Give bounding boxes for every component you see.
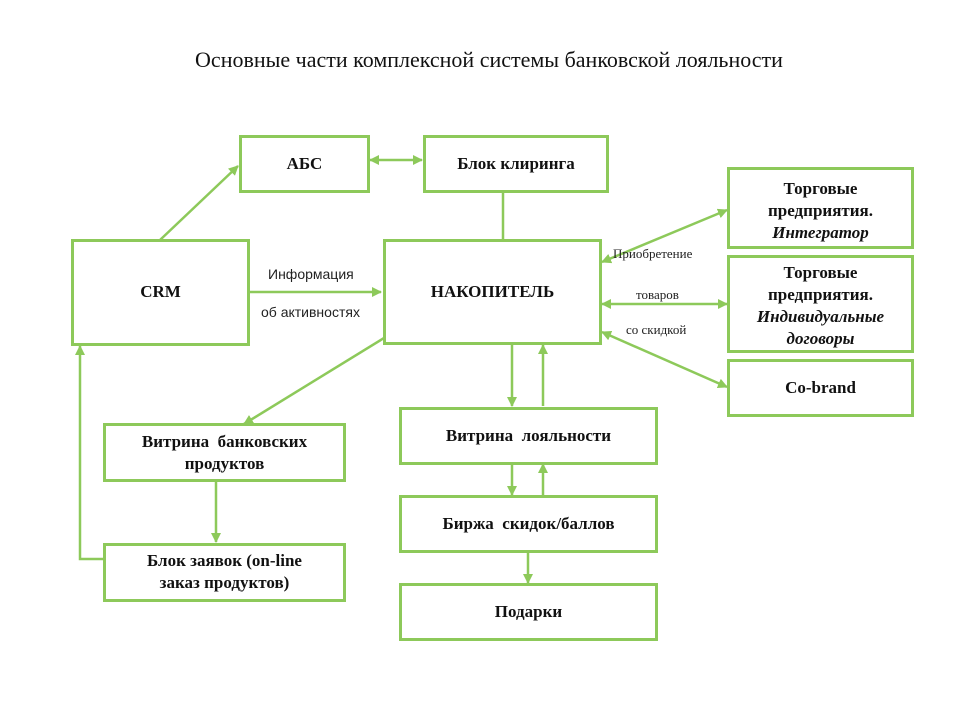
node-bank-products-showcase-line1: Витрина банковских [141,432,308,451]
edge-label-crm-info-line1: Информация [268,266,354,282]
node-merchants-individual-line4: договоры [786,329,855,349]
node-merchants-individual-line3: Индивидуальные [756,307,885,327]
diagram-title: Основные части комплексной системы банко… [195,47,783,72]
node-merchants-integrator-line3: Интегратор [772,223,869,243]
node-loyalty-showcase[interactable]: Витрина лояльности [399,407,658,465]
node-accumulator-label: НАКОПИТЕЛЬ [430,281,555,301]
edge-accumulator-integrator [601,208,728,264]
node-gifts[interactable]: Подарки [399,583,658,641]
edge-label-merchants-line3: со скидкой [626,322,687,337]
node-gifts-label: Подарки [494,601,563,621]
edge-label-crm-info-line2: об активностях [261,304,360,320]
node-exchange[interactable]: Биржа скидок/баллов [399,495,658,553]
node-accumulator[interactable]: НАКОПИТЕЛЬ [383,239,602,345]
node-cobrand-label: Co-brand [785,377,856,397]
node-orders-block[interactable]: Блок заявок (on-line заказ продуктов) [103,543,346,602]
edge-crm-abs [159,165,239,241]
node-merchants-integrator-line1: Торговые [783,179,858,198]
edge-label-merchants-line2: товаров [636,287,679,302]
node-clearing-label: Блок клиринга [457,153,575,173]
node-abs-label: АБС [286,153,323,173]
node-clearing[interactable]: Блок клиринга [423,135,609,193]
node-cobrand[interactable]: Co-brand [727,359,914,417]
node-orders-block-line1: Блок заявок (on-line [147,551,302,570]
node-bank-products-showcase[interactable]: Витрина банковских продуктов [103,423,346,482]
edge-label-merchants-line1: Приобретение [613,246,693,261]
node-merchants-individual-line1: Торговые [783,263,858,282]
edge-orders-crm [75,345,104,561]
node-merchants-integrator[interactable]: Торговые предприятия. Интегратор [727,167,914,249]
edge-accumulator-cobrand [601,330,728,389]
node-orders-block-line2: заказ продуктов) [159,573,290,593]
node-bank-products-showcase-line2: продуктов [184,454,265,474]
node-loyalty-showcase-label: Витрина лояльности [445,425,612,445]
node-crm[interactable]: CRM [71,239,250,346]
node-merchants-individual-line2: предприятия. [767,285,873,305]
edge-accumulator-bank-showcase [243,336,385,426]
node-abs[interactable]: АБС [239,135,370,193]
node-exchange-label: Биржа скидок/баллов [442,513,615,533]
node-crm-label: CRM [140,282,181,302]
node-merchants-integrator-line2: предприятия. [767,201,873,221]
node-merchants-individual[interactable]: Торговые предприятия. Индивидуальные дог… [727,255,914,353]
